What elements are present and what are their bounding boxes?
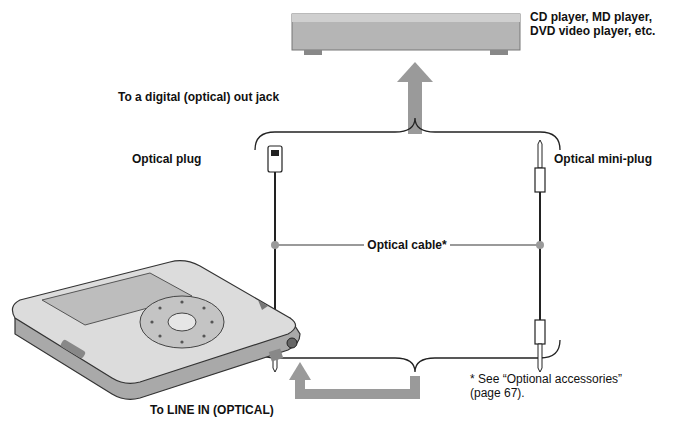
side-button bbox=[60, 339, 86, 359]
optical-plug bbox=[268, 146, 282, 172]
cable bbox=[539, 192, 541, 320]
part-label: Optical mini-plug bbox=[554, 152, 672, 166]
connection-label: To a digital (optical) out jack bbox=[118, 90, 318, 104]
arrow-head bbox=[289, 362, 311, 380]
dial-dots bbox=[150, 300, 213, 343]
arrow-shaft bbox=[408, 80, 422, 134]
device-foot bbox=[304, 50, 322, 55]
cable-dot bbox=[271, 241, 279, 249]
mini-plug-cable bbox=[535, 140, 545, 372]
arrow-shaft bbox=[300, 376, 415, 394]
device-foot bbox=[490, 50, 508, 55]
recorder-top bbox=[12, 261, 295, 384]
eject-mark bbox=[258, 300, 268, 310]
connection-label: To LINE IN (OPTICAL) bbox=[150, 403, 295, 417]
down-arrow bbox=[289, 362, 415, 394]
arrow-head bbox=[397, 62, 433, 82]
part-label: Optical plug bbox=[132, 152, 242, 166]
side-switch bbox=[269, 348, 284, 361]
top-brace bbox=[255, 118, 560, 150]
device-body bbox=[292, 14, 520, 50]
up-arrow bbox=[397, 62, 433, 134]
md-recorder bbox=[12, 261, 300, 400]
device-node: CD player, MD player, DVD video player, … bbox=[292, 8, 672, 64]
control-dial bbox=[140, 296, 224, 348]
plug-body bbox=[535, 320, 545, 344]
mini-plug-pin bbox=[538, 140, 542, 168]
plug-tip bbox=[271, 150, 279, 156]
device-top bbox=[292, 14, 520, 22]
plug-body bbox=[535, 168, 545, 192]
device-label: CD player, MD player, DVD video player, … bbox=[530, 10, 668, 38]
control-button bbox=[168, 313, 196, 331]
source-device bbox=[292, 14, 520, 55]
footnote: * See “Optional accessories” (page 67). bbox=[470, 372, 646, 400]
part-label: Optical cable* bbox=[364, 238, 449, 252]
mini-plug-pin bbox=[538, 344, 542, 372]
cable-dot bbox=[536, 241, 544, 249]
line-in-jack bbox=[287, 338, 297, 348]
